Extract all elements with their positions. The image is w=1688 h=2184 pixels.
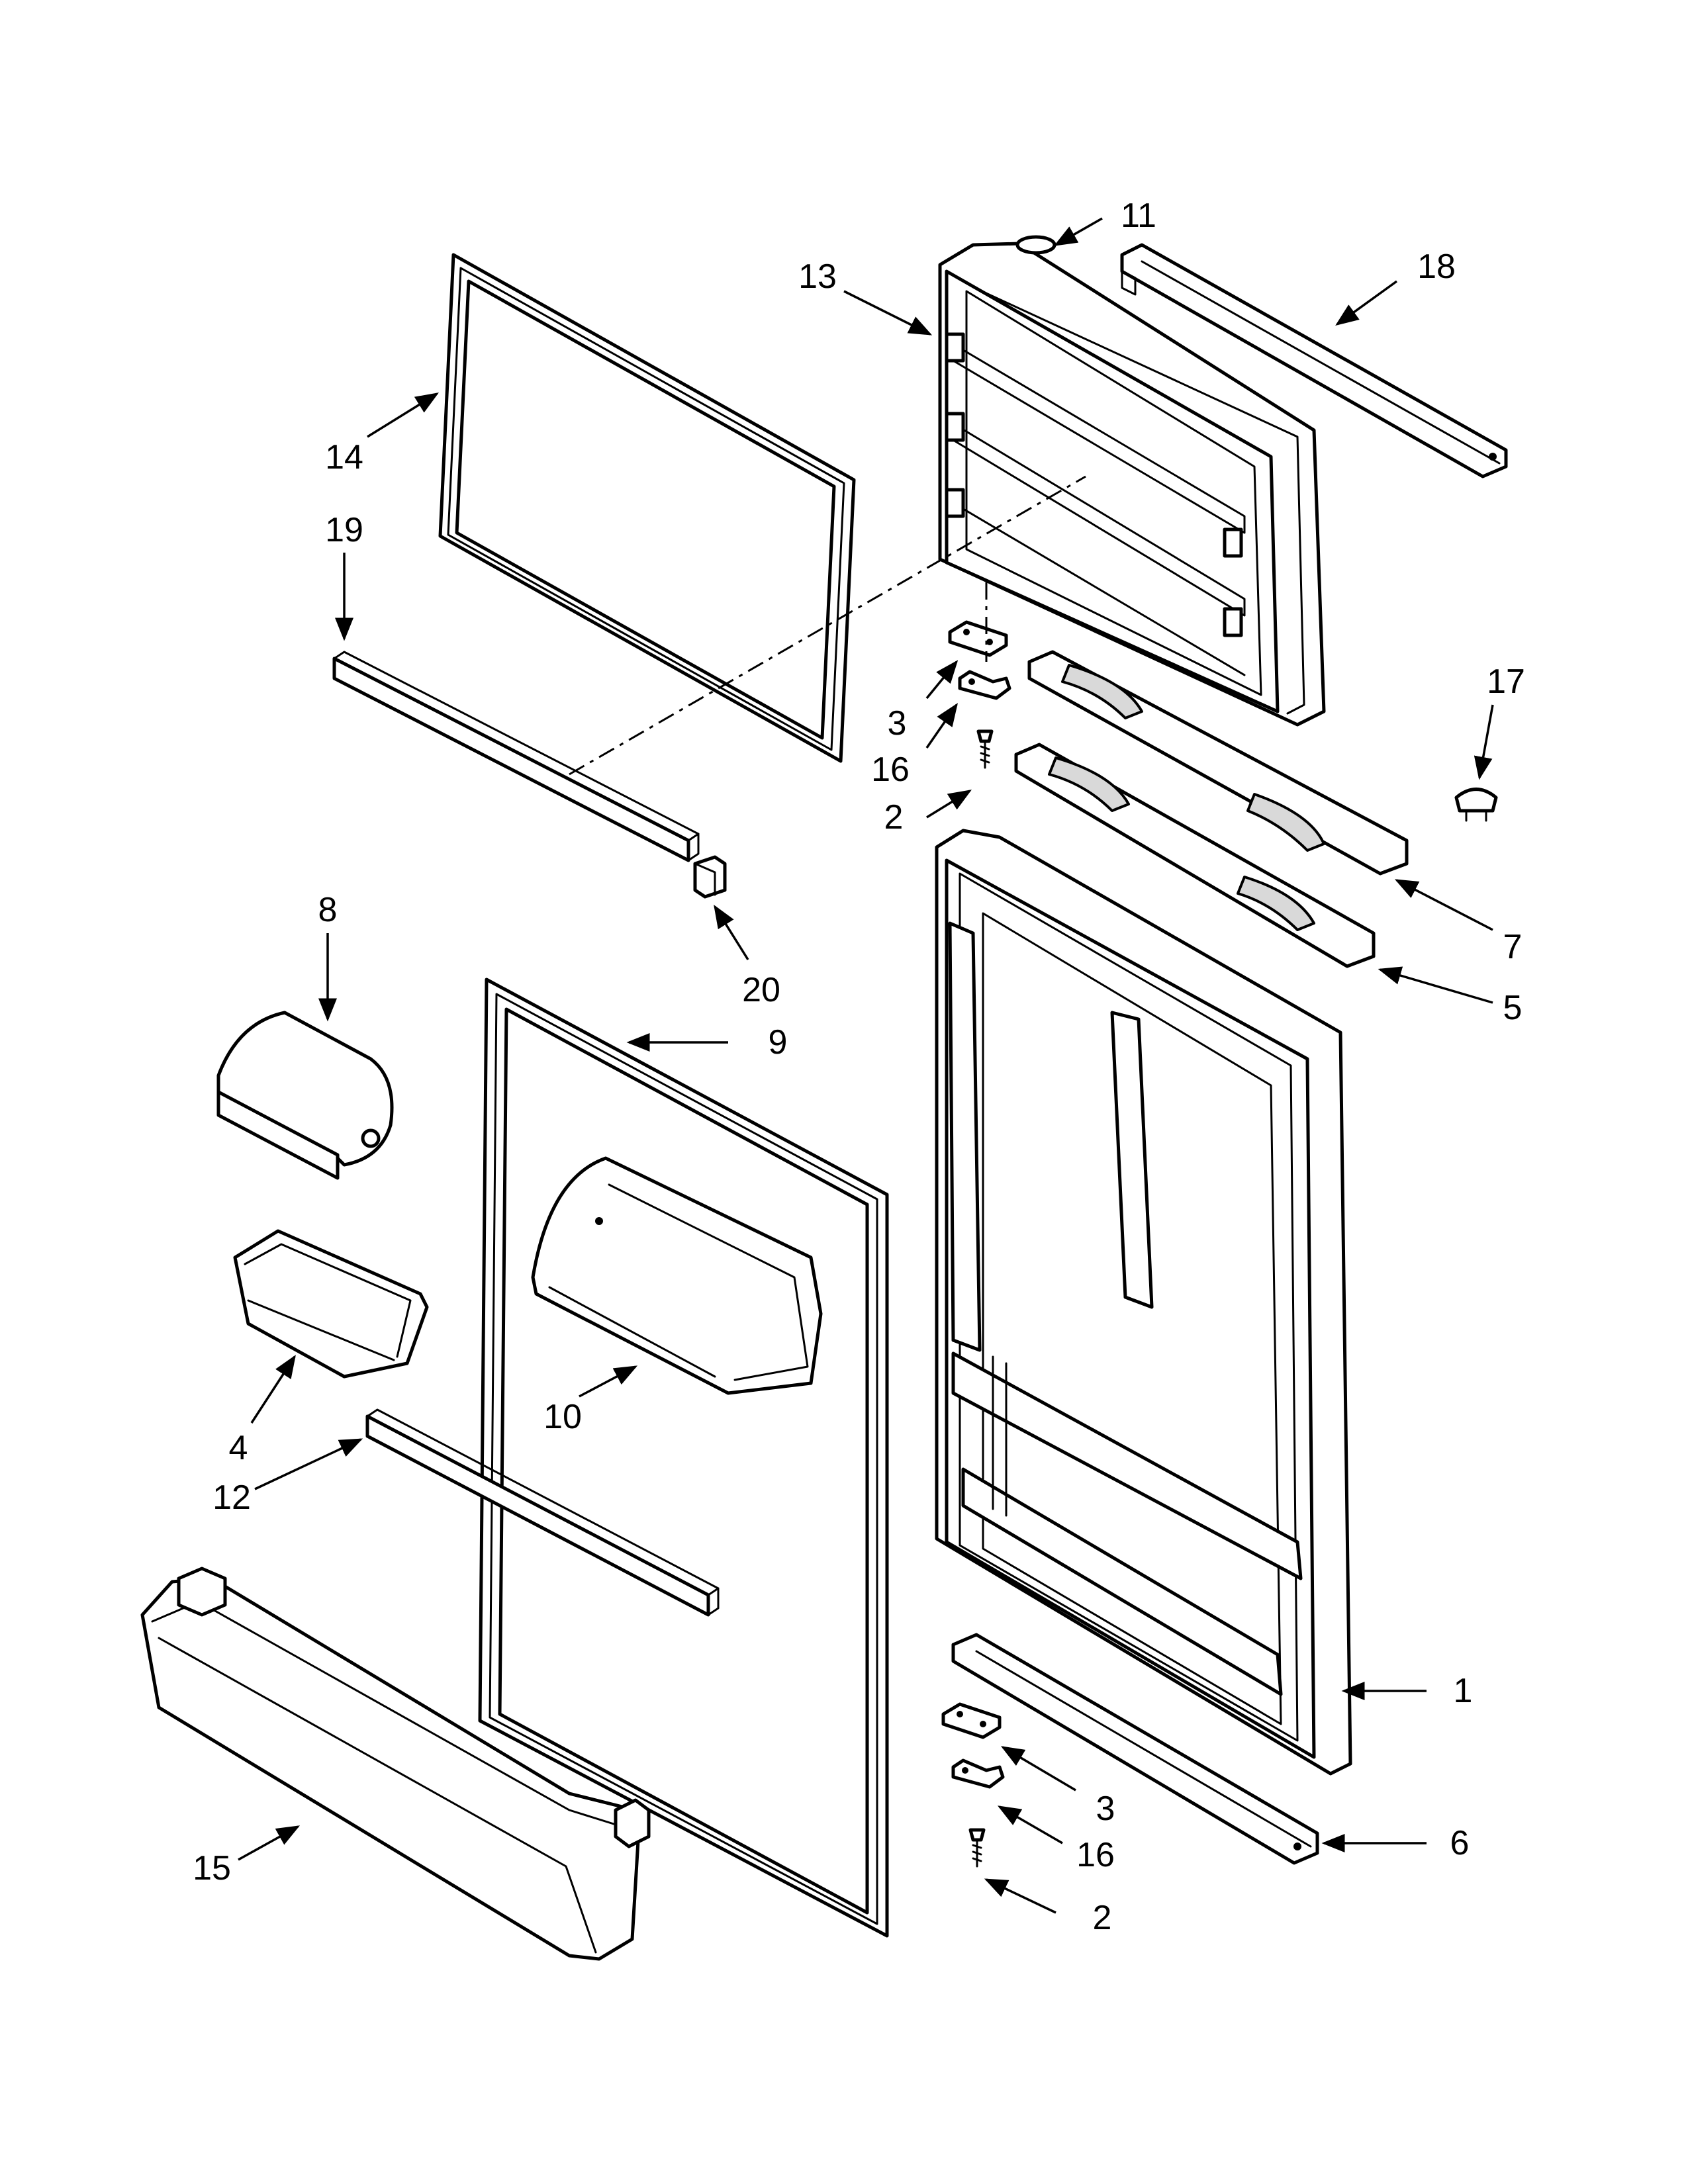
callout-9: 9 [769,1023,788,1062]
door-plug-top [1015,235,1056,255]
callout-6: 6 [1450,1824,1470,1862]
callout-3-lower: 3 [1096,1790,1115,1828]
lower-hinge-set [941,1702,1005,1868]
freezer-door-gasket [438,253,856,763]
callout-14: 14 [325,438,363,477]
callout-2-lower: 2 [1093,1899,1112,1937]
fresh-food-door-assembly [935,829,1352,1776]
small-door-bin [233,1229,429,1379]
retainer-clip [693,855,727,899]
callout-3-upper: 3 [888,704,907,743]
retainer-strip-lower [365,1408,720,1617]
callout-17: 17 [1487,662,1525,701]
bottom-door-cap [951,1633,1319,1865]
callout-7: 7 [1503,928,1523,966]
callout-8: 8 [318,891,338,929]
leader-arrows [238,217,1494,1914]
callout-10: 10 [543,1398,582,1436]
hinge-hole-plug [1454,788,1498,822]
upper-hinge-set [948,620,1011,769]
handle-trim-lower [1014,743,1376,968]
callout-15: 15 [193,1849,231,1888]
handle-trim-upper [1027,650,1409,876]
dairy-bin [531,1156,823,1395]
callout-5: 5 [1503,989,1523,1027]
freezer-door-assembly [938,242,1326,727]
alignment-center-lines [569,475,1086,776]
callout-16-upper: 16 [871,751,910,789]
callout-12: 12 [212,1479,251,1517]
large-door-bin [140,1567,651,1961]
dairy-door-cover [216,1011,394,1180]
retainer-strip-upper [332,651,700,862]
callout-4: 4 [229,1429,248,1467]
callout-labels: 11 13 18 14 19 3 16 2 17 7 5 20 8 9 10 4… [193,197,1525,1937]
callout-16-lower: 16 [1076,1836,1115,1874]
callout-13: 13 [798,257,837,296]
top-door-cap [1120,243,1508,478]
callout-2-upper: 2 [884,798,904,837]
callout-20: 20 [742,971,780,1009]
callout-18: 18 [1417,248,1456,286]
callout-1: 1 [1454,1672,1473,1710]
callout-11: 11 [1121,197,1156,235]
callout-19: 19 [325,511,363,549]
